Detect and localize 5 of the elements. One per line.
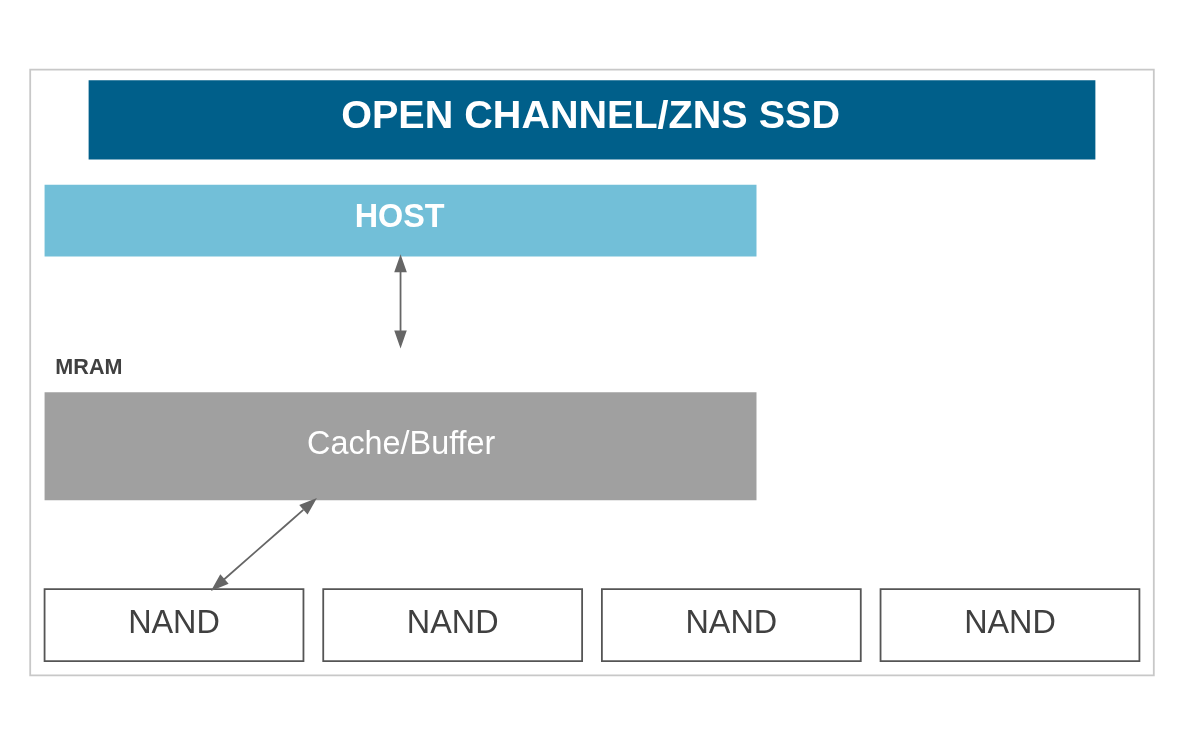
node-box: HOST: [44, 184, 757, 257]
arrow: [210, 497, 317, 591]
arrow: [394, 253, 407, 348]
node-box: Cache/Buffer: [44, 391, 757, 500]
node-label: MRAM: [55, 353, 123, 379]
